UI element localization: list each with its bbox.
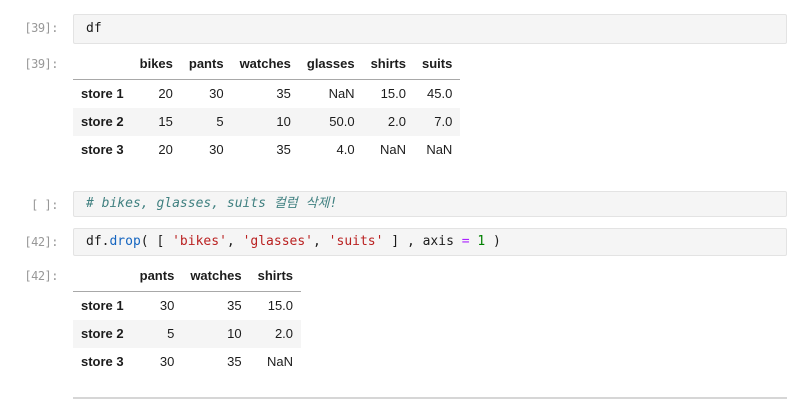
dataframe-table-dropped: pants watches shirts store 1 30 35 15.0 … xyxy=(73,264,302,376)
table-cell: 50.0 xyxy=(329,114,355,129)
output-cell-39: [39]: bikes pants watches glasses shirts… xyxy=(0,52,787,164)
row-label: store 1 xyxy=(81,298,124,313)
code-token: 'suits' xyxy=(328,234,384,249)
code-token: 'bikes' xyxy=(172,234,227,249)
index-corner-cell xyxy=(73,52,132,80)
table-cell: 35 xyxy=(276,142,291,157)
table-cell: NaN xyxy=(267,354,294,369)
table-cell: 5 xyxy=(167,326,175,341)
row-label: store 2 xyxy=(81,326,124,341)
code-input-df[interactable]: df xyxy=(73,14,787,44)
table-cell: 30 xyxy=(159,354,175,369)
table-cell: 2.0 xyxy=(387,114,406,129)
table-cell: 30 xyxy=(159,298,175,313)
table-row: store 3 30 35 NaN xyxy=(73,348,301,376)
table-row: store 3 20 30 35 4.0 NaN NaN xyxy=(73,136,460,164)
table-header-row: pants watches shirts xyxy=(73,264,302,292)
column-header: watches xyxy=(231,52,299,80)
code-token: ) xyxy=(485,234,501,249)
column-header: suits xyxy=(413,52,461,80)
table-cell: NaN xyxy=(379,142,406,157)
table-cell: 45.0 xyxy=(427,86,453,101)
column-header: shirts xyxy=(362,52,414,80)
column-header: watches xyxy=(182,264,250,292)
input-prompt-42: [42]: xyxy=(24,235,58,249)
table-cell: 20 xyxy=(158,142,173,157)
table-row: store 1 20 30 35 NaN 15.0 45.0 xyxy=(73,80,460,109)
code-token: ] , axis xyxy=(383,234,462,249)
code-token: df. xyxy=(86,234,110,249)
code-cell-39: [39]: df xyxy=(0,14,787,44)
row-label: store 3 xyxy=(81,354,124,369)
code-token: , xyxy=(313,234,329,249)
index-corner-cell xyxy=(73,264,132,292)
table-cell: 15 xyxy=(158,114,173,129)
comment-text: # bikes, glasses, suits 컬럼 삭제! xyxy=(86,196,338,211)
table-row: store 2 5 10 2.0 xyxy=(73,320,302,348)
column-header: glasses xyxy=(298,52,363,80)
code-token: , xyxy=(226,234,243,249)
table-cell: NaN xyxy=(426,142,453,157)
table-cell: 35 xyxy=(227,354,242,369)
table-cell: 30 xyxy=(209,142,224,157)
column-header: shirts xyxy=(249,264,302,292)
table-cell: 10 xyxy=(276,114,291,129)
row-label: store 1 xyxy=(81,86,124,101)
table-row: store 1 30 35 15.0 xyxy=(73,292,301,321)
dataframe-table-full: bikes pants watches glasses shirts suits… xyxy=(73,52,461,164)
table-cell: 35 xyxy=(227,298,242,313)
code-token: = xyxy=(461,234,470,249)
output-cell-42: [42]: pants watches shirts store 1 30 35 xyxy=(0,264,787,376)
row-label: store 2 xyxy=(81,114,124,129)
input-prompt-empty: [ ]: xyxy=(31,198,58,212)
table-cell: 2.0 xyxy=(274,326,294,341)
table-cell: 7.0 xyxy=(434,114,453,129)
table-cell: 30 xyxy=(209,86,224,101)
table-cell: 35 xyxy=(276,86,291,101)
code-token: drop xyxy=(109,234,141,249)
code-cell-42: [42]: df.drop( [ 'bikes', 'glasses', 'su… xyxy=(0,228,787,256)
output-prompt-39: [39]: xyxy=(24,57,58,71)
table-cell: 20 xyxy=(158,86,173,101)
code-text: df xyxy=(86,21,102,36)
code-input-drop[interactable]: df.drop( [ 'bikes', 'glasses', 'suits' ]… xyxy=(73,228,787,256)
table-cell: 10 xyxy=(227,326,242,341)
table-cell: 4.0 xyxy=(336,142,355,157)
input-prompt-39: [39]: xyxy=(24,21,58,35)
code-token: ( [ xyxy=(140,234,173,249)
output-prompt-42: [42]: xyxy=(24,269,58,283)
code-token: 1 xyxy=(477,234,486,249)
next-cell-divider xyxy=(73,397,787,399)
table-cell: 5 xyxy=(216,114,224,129)
row-label: store 3 xyxy=(81,142,124,157)
column-header: pants xyxy=(180,52,232,80)
table-header-row: bikes pants watches glasses shirts suits xyxy=(73,52,461,80)
code-token: 'glasses' xyxy=(242,234,314,249)
table-cell: NaN xyxy=(328,86,355,101)
table-cell: 15.0 xyxy=(267,298,294,313)
column-header: bikes xyxy=(131,52,181,80)
code-input-comment[interactable]: # bikes, glasses, suits 컬럼 삭제! xyxy=(73,191,787,217)
code-cell-comment: [ ]: # bikes, glasses, suits 컬럼 삭제! xyxy=(0,191,787,217)
table-cell: 15.0 xyxy=(380,86,406,101)
table-row: store 2 15 5 10 50.0 2.0 7.0 xyxy=(73,108,461,136)
column-header: pants xyxy=(131,264,183,292)
